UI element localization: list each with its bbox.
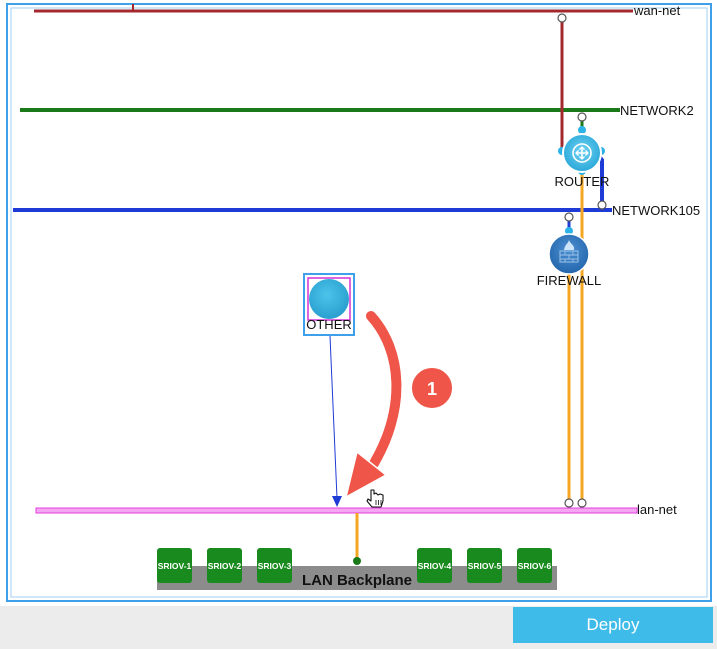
sriov-port[interactable]: SRIOV-1 <box>157 548 192 583</box>
network-wan-label: wan-net <box>633 3 681 18</box>
network-lan[interactable]: lan-net <box>35 502 677 517</box>
sriov-port[interactable]: SRIOV-2 <box>207 548 242 583</box>
circle-icon <box>309 279 349 319</box>
hand-cursor-icon <box>366 489 384 508</box>
topology-diagram[interactable]: wan-net NETWORK2 NETWORK105 lan-net <box>0 0 717 606</box>
network-network105[interactable]: NETWORK105 <box>13 203 700 218</box>
network-lan-label: lan-net <box>637 502 677 517</box>
sriov-port-label: SRIOV-1 <box>158 561 192 571</box>
other-label: OTHER <box>306 317 352 332</box>
firewall-label: FIREWALL <box>537 273 602 288</box>
backplane-uplink <box>353 513 361 565</box>
router-node[interactable]: ROUTER <box>555 126 610 189</box>
step-number: 1 <box>427 379 437 399</box>
sriov-port-label: SRIOV-2 <box>208 561 242 571</box>
router-label: ROUTER <box>555 174 610 189</box>
sriov-port-label: SRIOV-3 <box>258 561 292 571</box>
network-network105-label: NETWORK105 <box>612 203 700 218</box>
firewall-node[interactable]: FIREWALL <box>537 227 602 288</box>
network-network2-label: NETWORK2 <box>620 103 694 118</box>
network-wan[interactable]: wan-net <box>34 3 681 18</box>
sriov-port-label: SRIOV-5 <box>468 561 502 571</box>
topology-canvas[interactable]: wan-net NETWORK2 NETWORK105 lan-net <box>0 0 717 606</box>
pending-connection-line <box>329 335 342 507</box>
firewall-icon <box>559 240 579 263</box>
network-network2[interactable]: NETWORK2 <box>20 103 694 118</box>
sriov-port-label: SRIOV-6 <box>518 561 552 571</box>
lan-backplane[interactable]: LAN Backplane SRIOV-1 SRIOV-2 SRIOV-3 SR… <box>157 548 557 590</box>
router-icon <box>572 143 592 163</box>
sriov-port[interactable]: SRIOV-4 <box>417 548 452 583</box>
canvas-inner-frame <box>10 7 708 598</box>
sriov-port-label: SRIOV-4 <box>418 561 452 571</box>
sriov-port[interactable]: SRIOV-6 <box>517 548 552 583</box>
drag-hint-arrow <box>345 309 404 498</box>
sriov-port[interactable]: SRIOV-3 <box>257 548 292 583</box>
backplane-label: LAN Backplane <box>302 572 412 589</box>
other-node[interactable]: OTHER <box>303 273 355 336</box>
deploy-button[interactable]: Deploy <box>513 607 713 643</box>
sriov-port[interactable]: SRIOV-5 <box>467 548 502 583</box>
step-marker: 1 <box>410 366 454 410</box>
canvas-selection-frame <box>6 3 712 602</box>
